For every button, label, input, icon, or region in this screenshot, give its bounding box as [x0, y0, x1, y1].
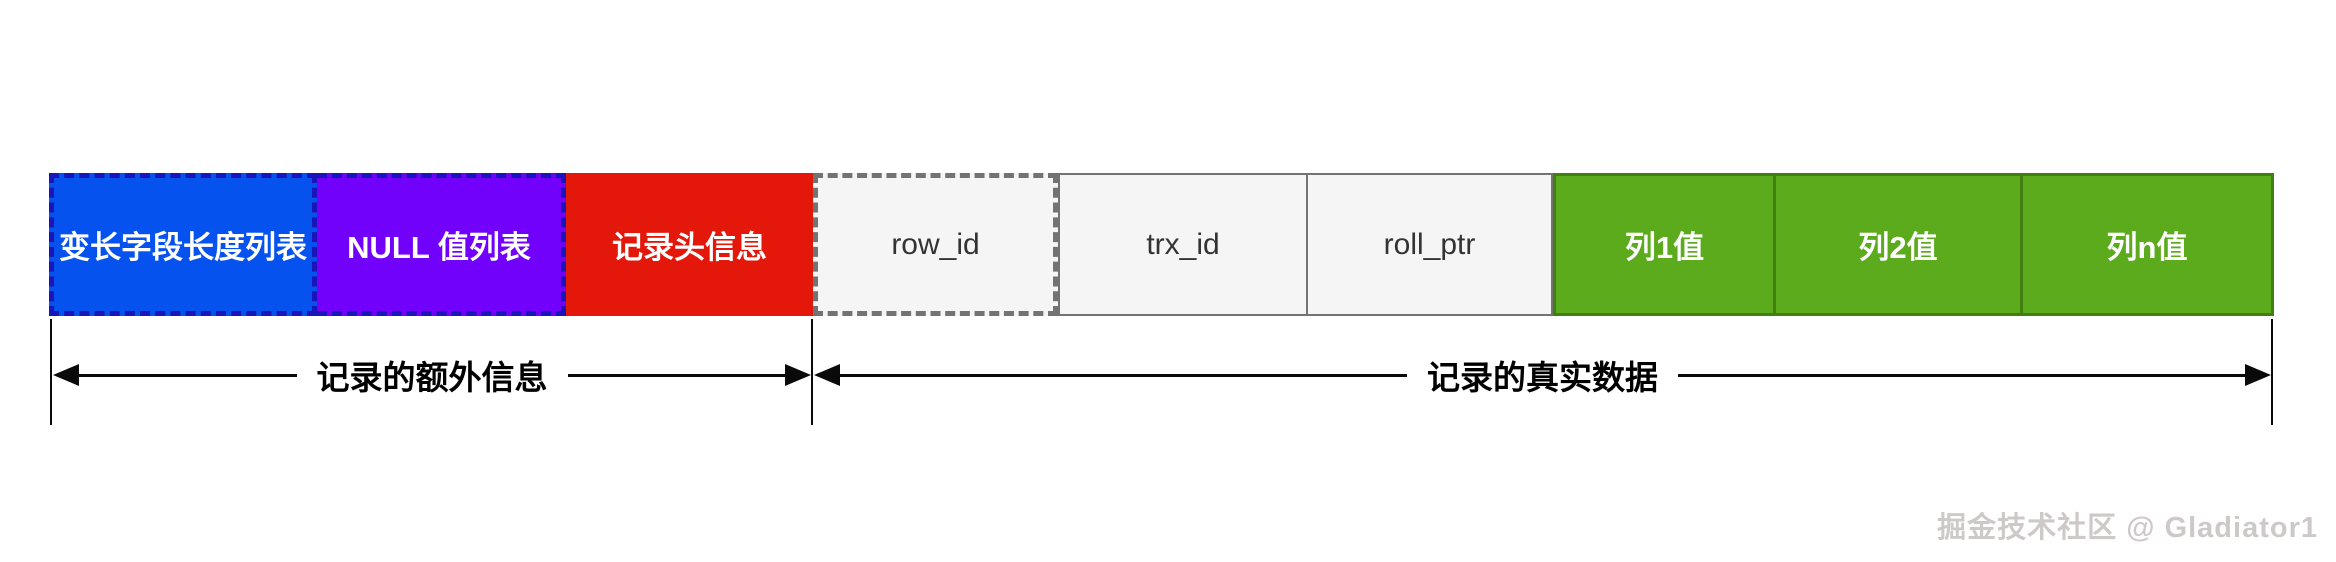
box-variable-length-field-list: 变长字段长度列表: [49, 173, 317, 316]
dimension-line: [79, 373, 297, 377]
dimension-label-extra-info: 记录的额外信息: [316, 359, 548, 396]
box-row-id: row_id: [813, 173, 1058, 316]
watermark-text: 掘金技术社区 @ Gladiator1: [1937, 512, 2318, 544]
arrowhead-left-icon: [814, 364, 840, 386]
dimension-line: [1678, 373, 2245, 377]
dimension-tick-middle: [811, 319, 813, 425]
box-column-2-value: 列2值: [1776, 173, 2023, 316]
box-null-value-list: NULL 值列表: [317, 173, 566, 316]
arrowhead-right-icon: [2245, 364, 2271, 386]
box-record-header-info: 记录头信息: [566, 173, 813, 316]
dimension-tick-right: [2271, 319, 2273, 425]
dimension-tick-left: [50, 319, 52, 425]
box-column-1-value: 列1值: [1553, 173, 1776, 316]
dimension-label-real-data: 记录的真实数据: [1427, 359, 1658, 396]
box-column-n-value: 列n值: [2023, 173, 2274, 316]
arrowhead-right-icon: [785, 364, 811, 386]
box-trx-id: trx_id: [1058, 173, 1308, 316]
dimension-line: [840, 373, 1407, 377]
dimension-extra-info: 记录的额外信息: [53, 358, 811, 396]
dimension-line: [567, 373, 785, 377]
record-box-row: 变长字段长度列表 NULL 值列表 记录头信息 row_id trx_id ro…: [49, 173, 2274, 316]
box-roll-ptr: roll_ptr: [1308, 173, 1553, 316]
dimension-real-data: 记录的真实数据: [814, 358, 2271, 396]
arrowhead-left-icon: [53, 364, 79, 386]
